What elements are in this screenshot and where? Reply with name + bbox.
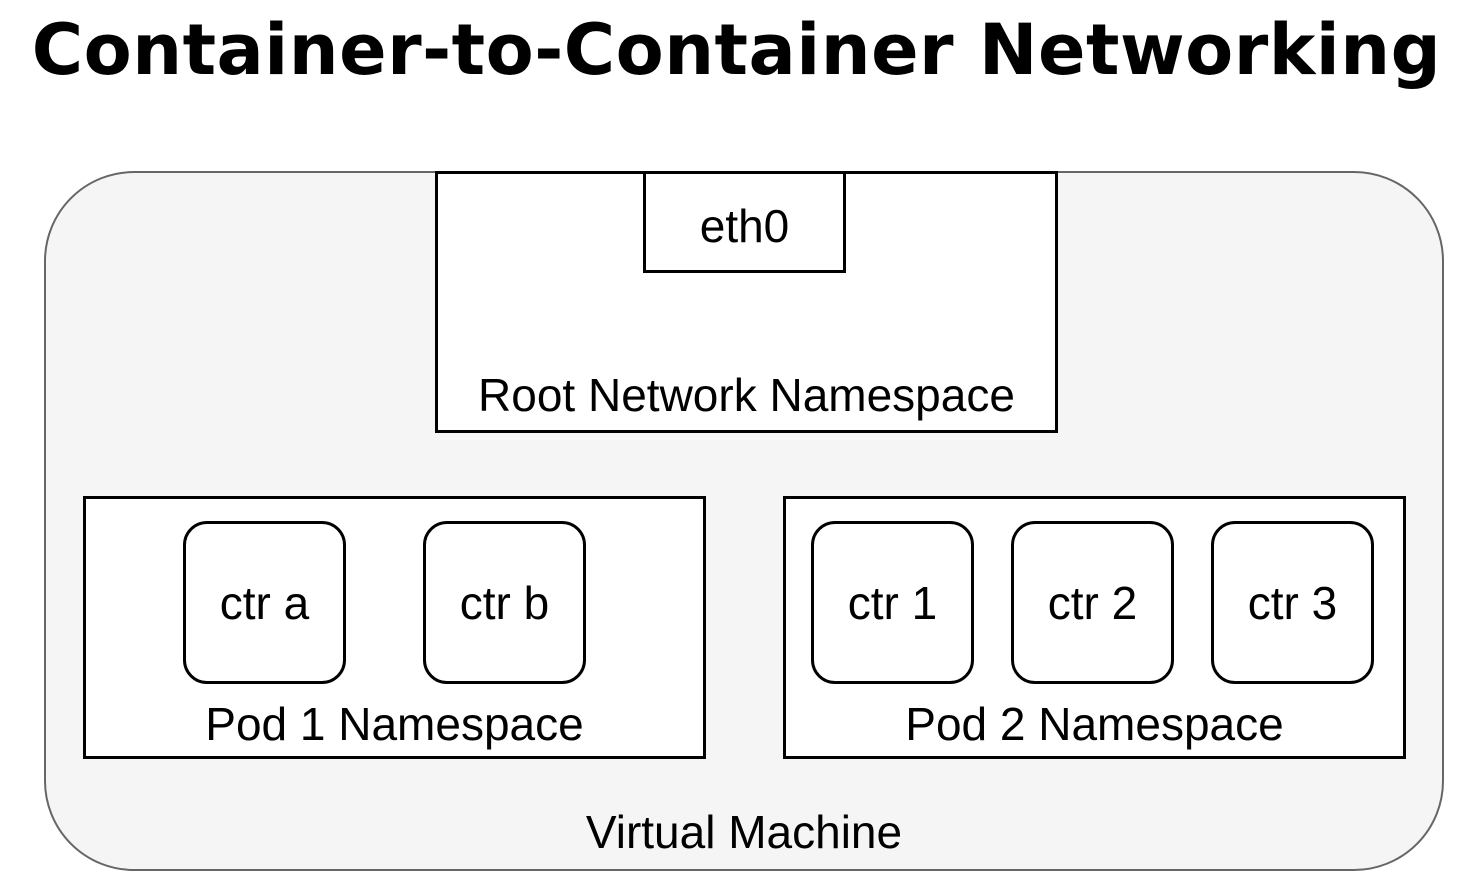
container-box-ctr-3: ctr 3	[1211, 521, 1374, 684]
container-box-ctr-2: ctr 2	[1011, 521, 1174, 684]
pod-1-namespace-box: Pod 1 Namespace	[83, 496, 706, 759]
container-box-ctr-1: ctr 1	[811, 521, 974, 684]
pod-1-namespace-label: Pod 1 Namespace	[205, 698, 584, 750]
root-network-namespace-label: Root Network Namespace	[478, 369, 1015, 421]
eth0-interface-label: eth0	[699, 200, 790, 252]
virtual-machine-label: Virtual Machine	[585, 806, 903, 858]
container-label: ctr b	[459, 577, 550, 629]
eth0-interface-box: eth0	[643, 171, 846, 273]
container-label: ctr 2	[1047, 577, 1138, 629]
container-label: ctr 3	[1247, 577, 1338, 629]
container-label: ctr a	[219, 577, 310, 629]
page-title: Container-to-Container Networking	[31, 9, 1442, 91]
container-box-ctr-a: ctr a	[183, 521, 346, 684]
container-label: ctr 1	[847, 577, 938, 629]
pod-2-namespace-label: Pod 2 Namespace	[905, 698, 1284, 750]
container-box-ctr-b: ctr b	[423, 521, 586, 684]
